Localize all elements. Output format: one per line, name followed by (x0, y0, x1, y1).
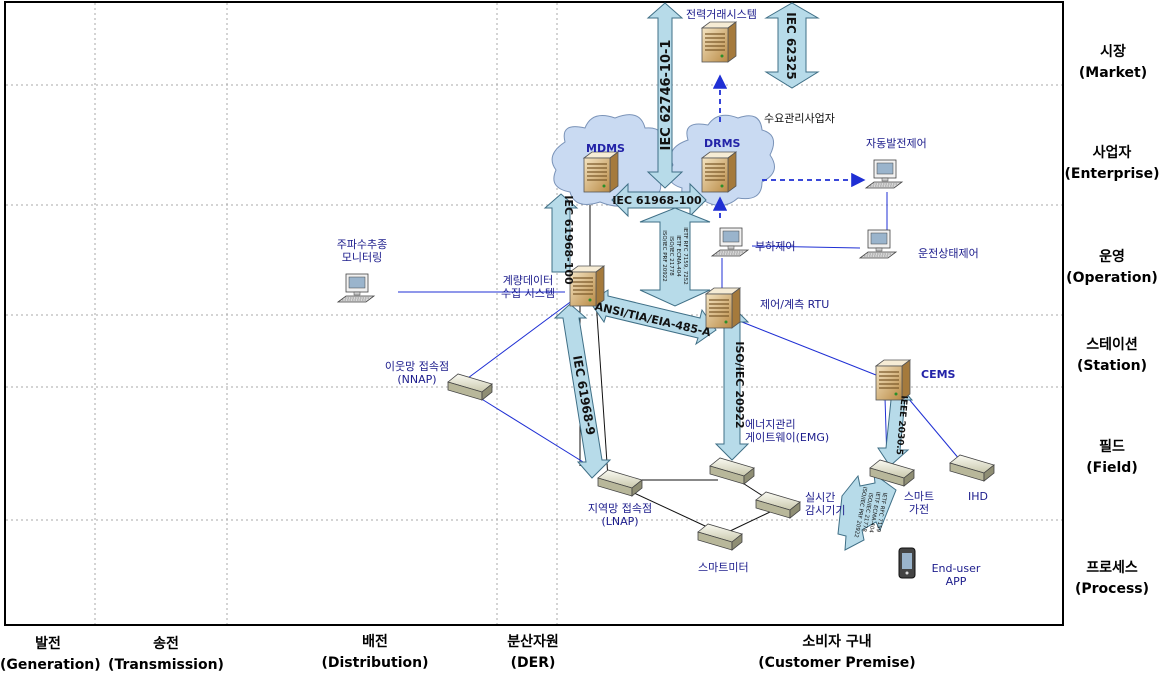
domain-generation: 발전(Generation) (0, 636, 101, 673)
cems-server-icon[interactable] (875, 359, 911, 401)
mobile-phone-icon[interactable] (898, 547, 916, 579)
arrow-iec-61968-9 (553, 303, 612, 479)
svg-text:IETF ECMA-404: IETF ECMA-404 (675, 235, 681, 277)
mdms-label: MDMS (586, 142, 625, 155)
lnap-device-icon[interactable] (597, 469, 643, 497)
monitor-device-icon[interactable] (755, 491, 801, 519)
arrow-multi-std-1 (639, 207, 711, 307)
domain-field: 필드(Field) (1086, 439, 1138, 476)
power-trading-label: 전력거래시스템 (686, 8, 757, 21)
operation-state-pc-icon[interactable] (859, 229, 897, 259)
domain-distribution: 배전(Distribution) (321, 634, 429, 671)
protocol-iec-61968-100-top-label: IEC 61968-100 (612, 194, 702, 207)
arrow-iso-20922 (714, 305, 750, 461)
arrow-ansi-485 (589, 289, 717, 346)
protocol-iec-61968-100-left-label: IEC 61968-100 (562, 195, 575, 285)
arrow-multi-std-2 (837, 472, 897, 551)
lnap-label: 지역망 접속점(LNAP) (587, 502, 653, 528)
svg-text:ISO/IEC PRF 20922: ISO/IEC PRF 20922 (661, 230, 667, 282)
auto-gen-control-label: 자동발전제어 (866, 137, 927, 150)
freq-monitoring-pc-icon[interactable] (337, 273, 375, 303)
nnap-label: 이웃망 접속점(NNAP) (384, 360, 450, 386)
protocol-iec-62746-label: IEC 62746-10-1 (659, 40, 674, 151)
domain-transmission: 송전(Transmission) (108, 636, 224, 673)
mdms-server-icon[interactable] (583, 151, 619, 193)
load-control-label: 부하제어 (755, 240, 796, 253)
auto-gen-control-pc-icon[interactable] (865, 159, 903, 189)
power-trading-server-icon[interactable] (701, 21, 737, 63)
domain-der: 분산자원(DER) (507, 634, 559, 671)
protocol-iso-20922-label: ISO/IEC 20922 (733, 341, 746, 428)
arrow-iec-62746 (646, 2, 684, 189)
svg-text:ISO/IEC 21778: ISO/IEC 21778 (668, 236, 674, 276)
zone-grid (6, 3, 1062, 624)
domain-process: 프로세스(Process) (1074, 560, 1150, 597)
ihd-device-icon[interactable] (949, 454, 995, 482)
arrow-iec-62325 (764, 2, 820, 89)
smart-meter-label: 스마트미터 (698, 561, 749, 574)
protocol-multi-std-1-label: IETF RFC 7159, 7252 IETF ECMA-404 ISO/IE… (661, 227, 688, 284)
drms-server-icon[interactable] (701, 151, 737, 193)
domain-customer-premise: 소비자 구내(Customer Premise) (758, 634, 916, 671)
protocol-iec-61968-9-label: IEC 61968-9 (570, 354, 598, 436)
diagram-frame (4, 1, 1064, 626)
arrow-iec-61968-100-left (543, 193, 579, 273)
ihd-label: IHD (968, 490, 988, 503)
smart-meter-icon[interactable] (697, 523, 743, 551)
drms-label: DRMS (704, 137, 741, 150)
domain-market: 시장(Market) (1078, 44, 1148, 81)
domain-station: 스테이션(Station) (1076, 337, 1148, 374)
svg-text:IETF RFC 7159, 7252: IETF RFC 7159, 7252 (682, 227, 688, 284)
demand-mgmt-operator-label: 수요관리사업자 (764, 112, 835, 125)
domain-operation: 운영(Operation) (1066, 249, 1158, 286)
protocol-arrows (543, 2, 914, 551)
cems-label: CEMS (921, 368, 956, 381)
protocol-iec-62325-label: IEC 62325 (784, 12, 798, 79)
rtu-server-icon[interactable] (705, 287, 741, 329)
control-rtu-label: 제어/계측 RTU (760, 298, 830, 311)
arrow-iec-61968-100-top (611, 182, 707, 218)
control-flow-arrows (712, 74, 866, 218)
load-control-pc-icon[interactable] (711, 227, 749, 257)
domain-enterprise: 사업자(Enterprise) (1064, 145, 1160, 182)
operation-state-control-label: 운전상태제어 (918, 247, 979, 260)
